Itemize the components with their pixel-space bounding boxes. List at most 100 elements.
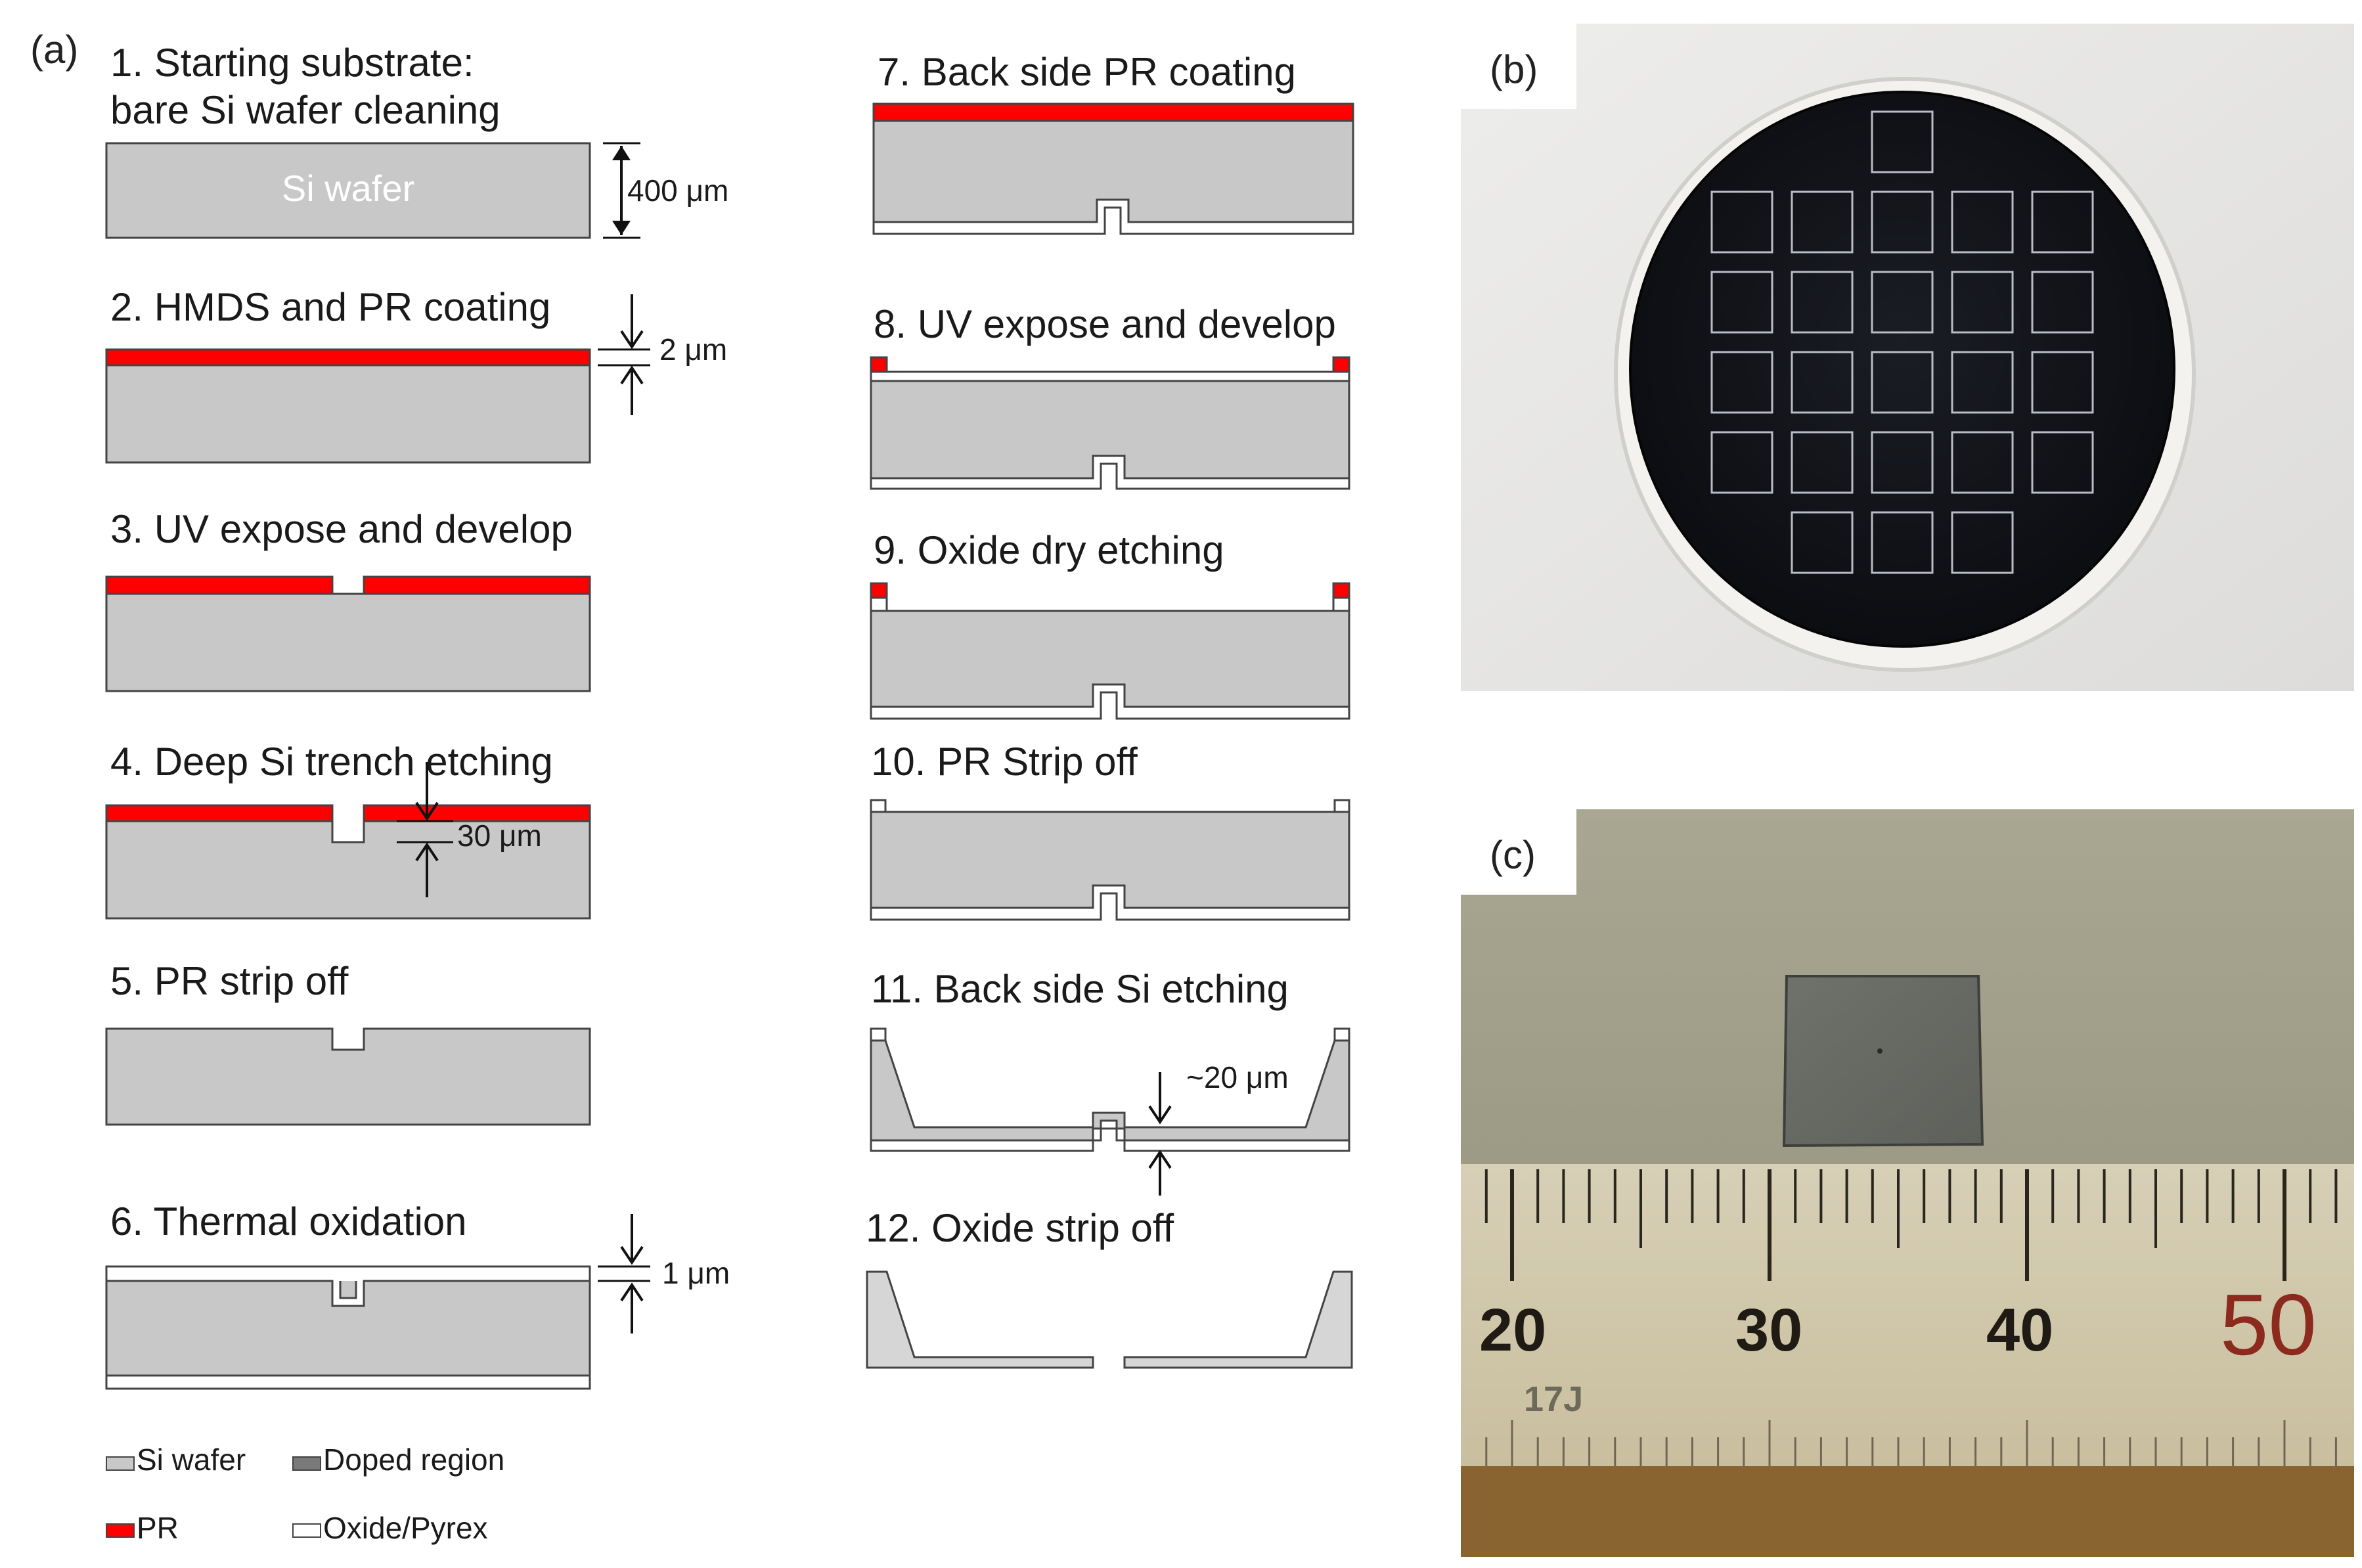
step2-title: 2. HMDS and PR coating (110, 285, 550, 329)
panel-label-b: (b) (1490, 47, 1538, 91)
step7-pr-layer (872, 102, 1354, 122)
legend-oxide-label: Oxide/Pyrex (323, 1511, 488, 1545)
dim-1-indicator (598, 1214, 650, 1333)
wafer-die (1951, 351, 2014, 414)
step4-title: 4. Deep Si trench etching (110, 740, 553, 784)
step1-title-line1: 1. Starting substrate: (110, 41, 474, 85)
legend-doped-swatch (292, 1456, 321, 1471)
table-surface (1461, 1466, 2354, 1557)
step11-title: 11. Back side Si etching (871, 967, 1289, 1011)
step9-oxide-right (1332, 596, 1350, 612)
step3-title: 3. UV expose and develop (110, 507, 573, 551)
ruler-number-50: 50 (2220, 1276, 2317, 1373)
step2-wafer (105, 364, 591, 464)
legend-pr-swatch (106, 1523, 135, 1538)
legend-doped-label: Doped region (323, 1443, 504, 1477)
step3-wafer (105, 593, 591, 692)
wafer-die (1871, 511, 1934, 574)
wafer-die (1951, 271, 2014, 334)
dim-30: 30 μm (457, 818, 542, 853)
step9-pr-right (1332, 582, 1350, 599)
ruler-number-20: 20 (1479, 1297, 1546, 1364)
ruler-number-30: 30 (1735, 1297, 1802, 1364)
wafer-die (1871, 110, 1934, 173)
ruler-body (1461, 1164, 2354, 1466)
step6-title: 6. Thermal oxidation (110, 1199, 467, 1243)
dim-1: 1 μm (662, 1256, 730, 1290)
step2-pr-layer (105, 348, 591, 367)
step10-title: 10. PR Strip off (871, 740, 1138, 784)
step11-oxide-left (870, 1027, 887, 1042)
step9-pr-left (870, 582, 888, 599)
step7-title: 7. Back side PR coating (878, 50, 1296, 94)
step5-wafer (105, 1027, 591, 1126)
wafer-label: Si wafer (282, 168, 414, 209)
step5-title: 5. PR strip off (110, 959, 349, 1003)
step8-pr-right (1332, 356, 1350, 373)
ruler-mark: 17J (1524, 1379, 1583, 1419)
step8-pr-left (870, 356, 888, 373)
step8-oxide-bottom (870, 455, 1350, 490)
dim-2-indicator (598, 294, 650, 415)
dim-400-indicator (603, 142, 640, 239)
step11-oxide-right (1333, 1027, 1350, 1042)
step8-oxide-top (870, 370, 1350, 382)
photo-b-wafer: (b) (1461, 24, 2354, 691)
step8-title: 8. UV expose and develop (874, 302, 1336, 346)
wafer-die (1791, 271, 1854, 334)
wafer-die (1871, 271, 1934, 334)
dim-30-indicator (397, 762, 453, 897)
step4-pr-right (363, 804, 591, 822)
wafer-die (1791, 431, 1854, 494)
wafer-die (1951, 190, 2014, 254)
die-grid (1710, 110, 2094, 574)
step4-pr-left (105, 804, 334, 822)
legend-si-swatch (106, 1456, 135, 1471)
legend: Si wafer Doped region PR Oxide/Pyrex (106, 1443, 504, 1545)
wafer-die (1791, 190, 1854, 254)
step9-oxide-bottom (870, 683, 1350, 720)
wafer-die (1871, 351, 1934, 414)
wafer-die (1951, 431, 2014, 494)
photo-b-label-box (1461, 24, 1576, 109)
wafer-die (1710, 431, 1773, 494)
step12-left-piece (866, 1270, 1094, 1369)
dim-20-indicator (1148, 1072, 1172, 1196)
wafer-die (1710, 271, 1773, 334)
wafer-die (2031, 271, 2094, 334)
step7-oxide-bottom (872, 198, 1354, 235)
wafer-die (1951, 511, 2014, 574)
legend-si-label: Si wafer (137, 1443, 246, 1477)
photo-c-label-box (1461, 809, 1576, 895)
sensor-chip (1782, 975, 1984, 1148)
wafer-die (1871, 431, 1934, 494)
step1-title-line2: bare Si wafer cleaning (110, 88, 501, 132)
step3-pr-left (105, 575, 334, 595)
step12-title: 12. Oxide strip off (866, 1206, 1174, 1250)
wafer-die (2031, 351, 2094, 414)
step11-oxide-bottom (870, 1119, 1350, 1152)
step6-oxide-bottom (105, 1374, 591, 1390)
legend-pr-label: PR (137, 1511, 179, 1545)
panel-label-a: (a) (30, 28, 78, 72)
step10-oxide-bottom (870, 884, 1350, 921)
wafer-die (2031, 431, 2094, 494)
step9-oxide-left (870, 596, 888, 612)
wafer-die (1871, 190, 1934, 254)
step10-oxide-left (870, 799, 887, 813)
wafer-die (1791, 351, 1854, 414)
panel-label-c: (c) (1490, 833, 1536, 877)
step10-oxide-right (1333, 799, 1350, 813)
step1-wafer (105, 142, 591, 239)
chip-center-dot (1877, 1048, 1883, 1054)
step9-title: 9. Oxide dry etching (874, 528, 1224, 572)
dim-20: ~20 μm (1186, 1060, 1289, 1094)
ruler-ticks (1484, 1169, 2338, 1466)
ruler-number-40: 40 (1986, 1297, 2053, 1364)
wafer-die (1710, 351, 1773, 414)
photo-c-chip: (c) 20 30 40 50 17J (1461, 809, 2354, 1557)
step6-trench-oxide (339, 1281, 357, 1299)
step12-right-piece (1123, 1270, 1353, 1369)
legend-oxide-swatch (292, 1523, 321, 1538)
